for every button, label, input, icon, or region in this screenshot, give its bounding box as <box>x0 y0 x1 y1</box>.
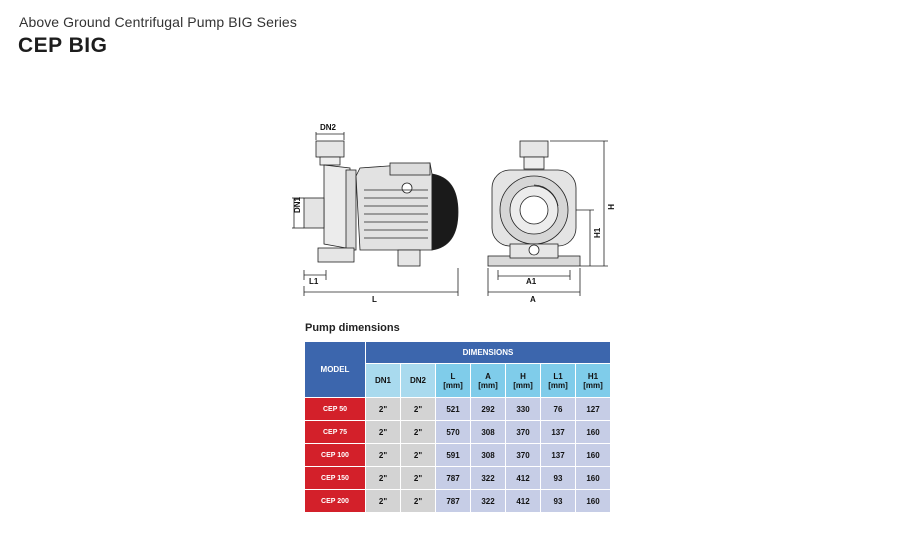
column-header-l: L[mm] <box>435 363 471 398</box>
column-name: L <box>450 371 456 381</box>
value-cell: 787 <box>435 489 471 513</box>
value-cell: 160 <box>575 466 611 490</box>
column-name: A <box>485 371 491 381</box>
value-cell: 412 <box>505 489 541 513</box>
label-l1: L1 <box>309 277 319 286</box>
value-cell: 2" <box>400 443 436 467</box>
value-cell: 308 <box>470 420 506 444</box>
label-l: L <box>372 295 377 304</box>
column-unit: [mm] <box>478 380 498 390</box>
value-cell: 2" <box>365 420 401 444</box>
value-cell: 370 <box>505 420 541 444</box>
column-name: L1 <box>553 371 563 381</box>
label-dn2: DN2 <box>320 123 337 132</box>
value-cell: 2" <box>365 443 401 467</box>
value-cell: 292 <box>470 397 506 421</box>
value-cell: 308 <box>470 443 506 467</box>
value-cell: 93 <box>540 489 576 513</box>
label-dn1: DN1 <box>293 196 302 213</box>
value-cell: 137 <box>540 443 576 467</box>
value-cell: 137 <box>540 420 576 444</box>
value-cell: 2" <box>365 397 401 421</box>
column-name: DN1 <box>374 376 391 386</box>
value-cell: 2" <box>400 397 436 421</box>
model-cell: CEP 100 <box>304 443 366 467</box>
model-header: MODEL <box>304 341 366 398</box>
page-subtitle: Above Ground Centrifugal Pump BIG Series <box>19 14 297 30</box>
model-cell: CEP 50 <box>304 397 366 421</box>
column-unit: [mm] <box>443 380 463 390</box>
value-cell: 160 <box>575 443 611 467</box>
column-header-h1: H1[mm] <box>575 363 611 398</box>
value-cell: 2" <box>400 489 436 513</box>
value-cell: 322 <box>470 489 506 513</box>
column-unit: [mm] <box>583 380 603 390</box>
column-header-dn2: DN2 <box>400 363 436 398</box>
column-header-dn1: DN1 <box>365 363 401 398</box>
value-cell: 2" <box>365 466 401 490</box>
value-cell: 330 <box>505 397 541 421</box>
dimensions-header: DIMENSIONS <box>365 340 611 365</box>
label-h: H <box>606 204 615 210</box>
column-name: DN2 <box>409 376 426 386</box>
value-cell: 370 <box>505 443 541 467</box>
label-h1: H1 <box>593 227 602 238</box>
model-cell: CEP 150 <box>304 466 366 490</box>
column-unit: [mm] <box>513 380 533 390</box>
value-cell: 2" <box>400 420 436 444</box>
value-cell: 412 <box>505 466 541 490</box>
label-a1: A1 <box>526 277 537 286</box>
value-cell: 787 <box>435 466 471 490</box>
column-header-h: H[mm] <box>505 363 541 398</box>
column-header-a: A[mm] <box>470 363 506 398</box>
value-cell: 160 <box>575 489 611 513</box>
label-a: A <box>530 295 536 304</box>
section-title: Pump dimensions <box>305 322 400 334</box>
value-cell: 521 <box>435 397 471 421</box>
column-name: H1 <box>587 371 599 381</box>
value-cell: 2" <box>365 489 401 513</box>
value-cell: 322 <box>470 466 506 490</box>
value-cell: 127 <box>575 397 611 421</box>
value-cell: 160 <box>575 420 611 444</box>
column-unit: [mm] <box>548 380 568 390</box>
page-title: CEP BIG <box>18 34 108 57</box>
value-cell: 591 <box>435 443 471 467</box>
model-cell: CEP 75 <box>304 420 366 444</box>
model-cell: CEP 200 <box>304 489 366 513</box>
value-cell: 93 <box>540 466 576 490</box>
value-cell: 2" <box>400 466 436 490</box>
value-cell: 76 <box>540 397 576 421</box>
pump-technical-drawing: DN2 DN1 L1 L A1 A H H1 <box>292 123 615 304</box>
column-name: H <box>520 371 526 381</box>
value-cell: 570 <box>435 420 471 444</box>
column-header-l1: L1[mm] <box>540 363 576 398</box>
